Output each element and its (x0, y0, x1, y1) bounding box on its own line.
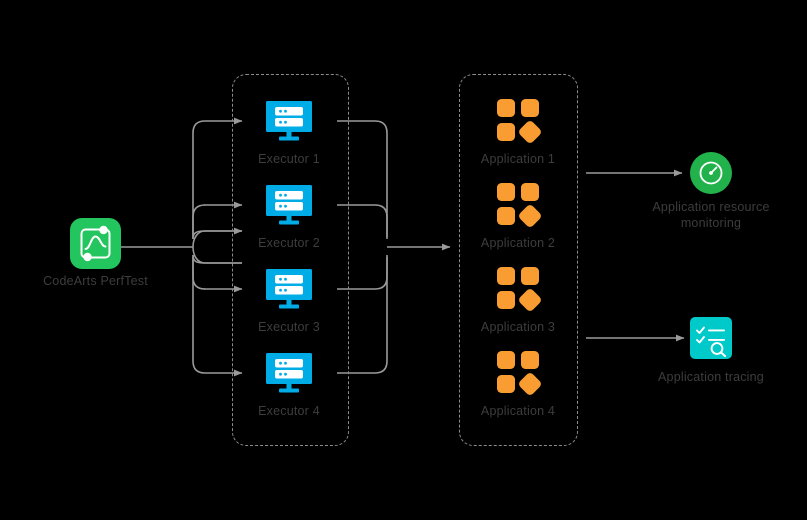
node-application-1[interactable] (497, 99, 541, 143)
label-codearts-perftest: CodeArts PerfTest (43, 274, 148, 288)
app-quad-icon (497, 267, 541, 311)
monitor-server-icon (266, 353, 312, 393)
applications-dashed-group (459, 74, 578, 446)
node-executor-3[interactable] (266, 269, 312, 309)
checklist-search-icon (690, 317, 732, 359)
node-application-resource-monitoring[interactable] (690, 152, 732, 194)
executors-dashed-group (232, 74, 349, 446)
gauge-icon (690, 152, 732, 194)
perftest-icon (70, 218, 121, 269)
monitor-server-icon (266, 269, 312, 309)
node-executor-2[interactable] (266, 185, 312, 225)
wire-fanout-3c (192, 255, 206, 290)
node-executor-4[interactable] (266, 353, 312, 393)
wire-fanout-2c (192, 204, 206, 239)
label-executor-4: Executor 4 (258, 404, 320, 418)
monitor-server-icon (266, 185, 312, 225)
app-quad-icon (497, 99, 541, 143)
node-application-tracing[interactable] (690, 317, 732, 359)
label-application-2: Application 2 (480, 236, 556, 250)
label-application-3: Application 3 (480, 320, 556, 334)
app-quad-icon (497, 351, 541, 395)
label-executor-2: Executor 2 (258, 236, 320, 250)
label-executor-1: Executor 1 (258, 152, 320, 166)
node-application-2[interactable] (497, 183, 541, 227)
label-application-resource-monitoring: Application resource monitoring (652, 200, 770, 230)
app-quad-icon (497, 183, 541, 227)
node-executor-1[interactable] (266, 101, 312, 141)
label-executor-3: Executor 3 (258, 320, 320, 334)
node-codearts-perftest[interactable] (70, 218, 121, 269)
node-application-4[interactable] (497, 351, 541, 395)
label-application-tracing: Application tracing (658, 370, 764, 384)
monitor-server-icon (266, 101, 312, 141)
label-application-1: Application 1 (480, 152, 556, 166)
label-application-4: Application 4 (480, 404, 556, 418)
node-application-3[interactable] (497, 267, 541, 311)
